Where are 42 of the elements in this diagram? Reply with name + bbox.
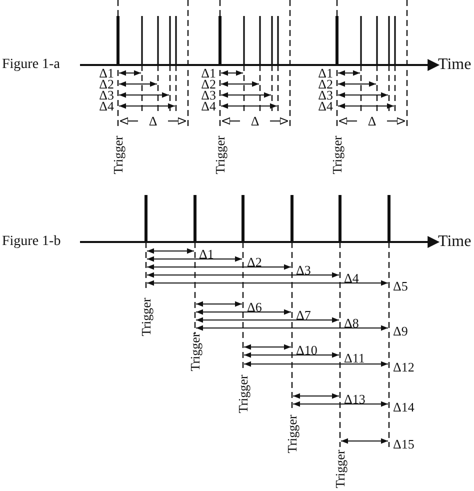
axis-label: Δ3 bbox=[318, 88, 333, 102]
axis-label: Δ6 bbox=[247, 300, 262, 314]
axis-label: Δ13 bbox=[344, 392, 366, 406]
axis-label: Δ2 bbox=[99, 78, 114, 90]
trigger-label: Trigger bbox=[112, 136, 124, 174]
axis-label: Δ3 bbox=[201, 88, 216, 102]
axis-label: Δ3 bbox=[296, 264, 311, 276]
axis-label: Δ2 bbox=[318, 78, 333, 90]
trigger-label: Trigger bbox=[214, 136, 226, 174]
axis-label: Δ bbox=[148, 114, 158, 128]
axis-label: Time bbox=[438, 57, 472, 73]
axis-label: Δ1 bbox=[201, 66, 216, 80]
axis-label: Δ14 bbox=[393, 400, 414, 414]
axis-label: Δ1 bbox=[99, 66, 114, 80]
trigger-label: Trigger bbox=[140, 298, 152, 336]
axis-label: Δ15 bbox=[393, 438, 414, 450]
axis-label: Δ2 bbox=[201, 78, 216, 90]
trigger-label: Trigger bbox=[330, 136, 344, 174]
axis-label: Δ3 bbox=[99, 88, 114, 102]
axis-label: Figure 1-a bbox=[2, 58, 60, 72]
axis-label: Δ bbox=[368, 114, 376, 128]
trigger-label: Trigger bbox=[334, 450, 346, 488]
axis-label: Δ2 bbox=[247, 256, 262, 268]
axis-label: Figure 1-b bbox=[2, 235, 61, 249]
axis-label: Δ1 bbox=[318, 66, 333, 80]
axis-label: Δ4 bbox=[99, 100, 114, 112]
trigger-label: Trigger bbox=[286, 414, 298, 454]
axis-label: Δ5 bbox=[393, 280, 408, 292]
axis-label: Δ4 bbox=[318, 100, 333, 112]
axis-label: Δ4 bbox=[344, 272, 359, 284]
axis-label: Δ8 bbox=[344, 316, 359, 330]
axis-label: Δ1 bbox=[199, 248, 214, 260]
trigger-label: Trigger bbox=[188, 332, 202, 372]
axis-label: Δ10 bbox=[296, 344, 318, 356]
axis-label: Δ12 bbox=[393, 360, 414, 374]
axis-label: Δ4 bbox=[201, 100, 216, 112]
axis-label: Δ bbox=[250, 114, 260, 128]
axis-label: Δ11 bbox=[344, 352, 365, 364]
axis-label: Time bbox=[438, 234, 472, 250]
axis-label: Δ7 bbox=[296, 308, 311, 322]
axis-label: Δ9 bbox=[393, 324, 408, 338]
trigger-label: Trigger bbox=[236, 374, 250, 414]
